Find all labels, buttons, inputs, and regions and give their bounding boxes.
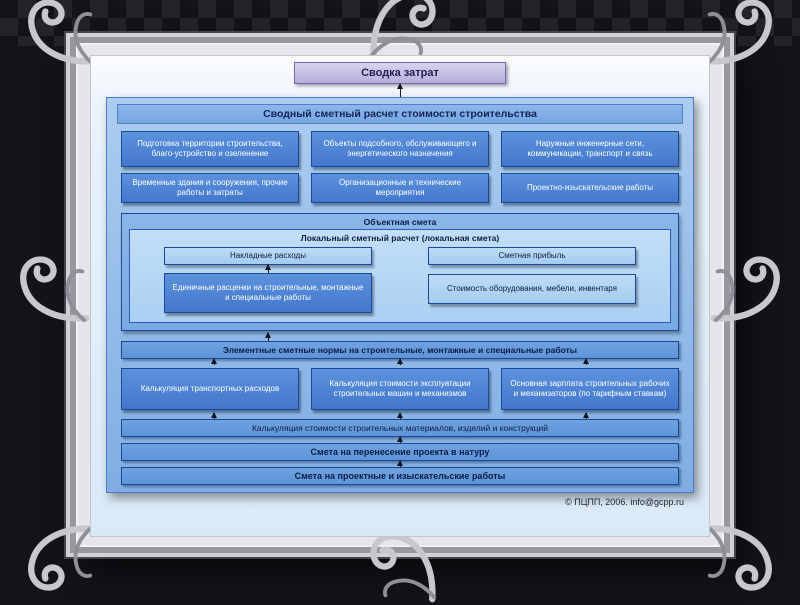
flow-arrow-row [121,357,679,365]
local-estimate-panel: Локальный сметный расчет (локальная смет… [129,229,671,323]
box-auxiliary-objects: Объекты подсобного, обслуживающего и эне… [311,131,489,167]
frame-flourish-icon [700,519,778,597]
flow-arrow-up [582,411,589,419]
box-design-survey-works: Проектно-изыскательские работы [501,173,679,203]
main-diagram-container: Сводный сметный расчет стоимости строите… [106,97,694,493]
flow-arrow-row [121,411,679,419]
flow-arrow-up [396,459,403,467]
box-overhead-costs: Накладные расходы [164,247,372,265]
box-external-networks: Наружные инженерные сети, коммуникации, … [501,131,679,167]
materials-cost-bar: Калькуляция стоимости строительных матер… [121,418,679,437]
box-organizational-measures: Организационные и технические мероприяти… [311,173,489,203]
flow-arrow-up [396,435,403,443]
flow-arrow-up [210,357,217,365]
diagram-row-2: Временные здания и сооружения, прочие ра… [121,173,679,203]
object-estimate-panel: Объектная смета Локальный сметный расчет… [121,213,679,331]
local-estimate-left-column: Накладные расходы Единичные расценки на … [164,247,372,313]
background-ornament-pattern [0,0,800,46]
ornate-picture-frame: Сводка затрат Сводный сметный расчет сто… [76,43,724,547]
project-transfer-bar: Смета на перенесение проекта в натуру [121,442,679,461]
flow-arrow-up [396,357,403,365]
box-workers-wages: Основная зарплата строительных рабочих и… [501,367,679,410]
box-transport-costs: Калькуляция транспортных расходов [121,367,299,410]
diagram-row-3: Калькуляция транспортных расходов Кальку… [121,367,679,410]
local-estimate-right-column: Сметная прибыль Стоимость оборудования, … [428,247,636,313]
flow-arrow-up [210,411,217,419]
local-estimate-columns: Накладные расходы Единичные расценки на … [130,246,670,322]
slide-canvas: Сводка затрат Сводный сметный расчет сто… [90,55,710,537]
flow-arrow-up [582,357,589,365]
frame-flourish-icon [22,519,100,597]
flow-arrow-up [265,331,271,341]
object-estimate-title: Объектная смета [363,217,437,227]
box-territory-preparation: Подготовка территории строительства, бла… [121,131,299,167]
flow-arrow-up [264,263,271,273]
frame-flourish-icon [364,527,442,605]
box-equipment-cost: Стоимость оборудования, мебели, инвентар… [428,273,636,304]
box-estimated-profit: Сметная прибыль [428,247,636,265]
copyright-text: © ПЦПП, 2006. info@gcpp.ru [565,496,684,507]
flow-arrow-up [396,83,403,97]
local-estimate-title: Локальный сметный расчет (локальная смет… [300,233,500,243]
design-survey-bar: Смета на проектные и изыскательские рабо… [121,466,679,485]
frame-flourish-icon [14,250,92,328]
diagram-title: Сводный сметный расчет стоимости строите… [117,104,683,124]
diagram-row-1: Подготовка территории строительства, бла… [121,131,679,167]
frame-flourish-icon [708,250,786,328]
box-temporary-buildings: Временные здания и сооружения, прочие ра… [121,173,299,203]
box-unit-rates: Единичные расценки на строительные, монт… [164,272,372,313]
summary-costs-box: Сводка затрат [294,62,506,84]
flow-arrow-up [396,411,403,419]
box-machine-operation-costs: Калькуляция стоимости эксплуатации строи… [311,367,489,410]
elemental-norms-bar: Элементные сметные нормы на строительные… [121,340,679,359]
